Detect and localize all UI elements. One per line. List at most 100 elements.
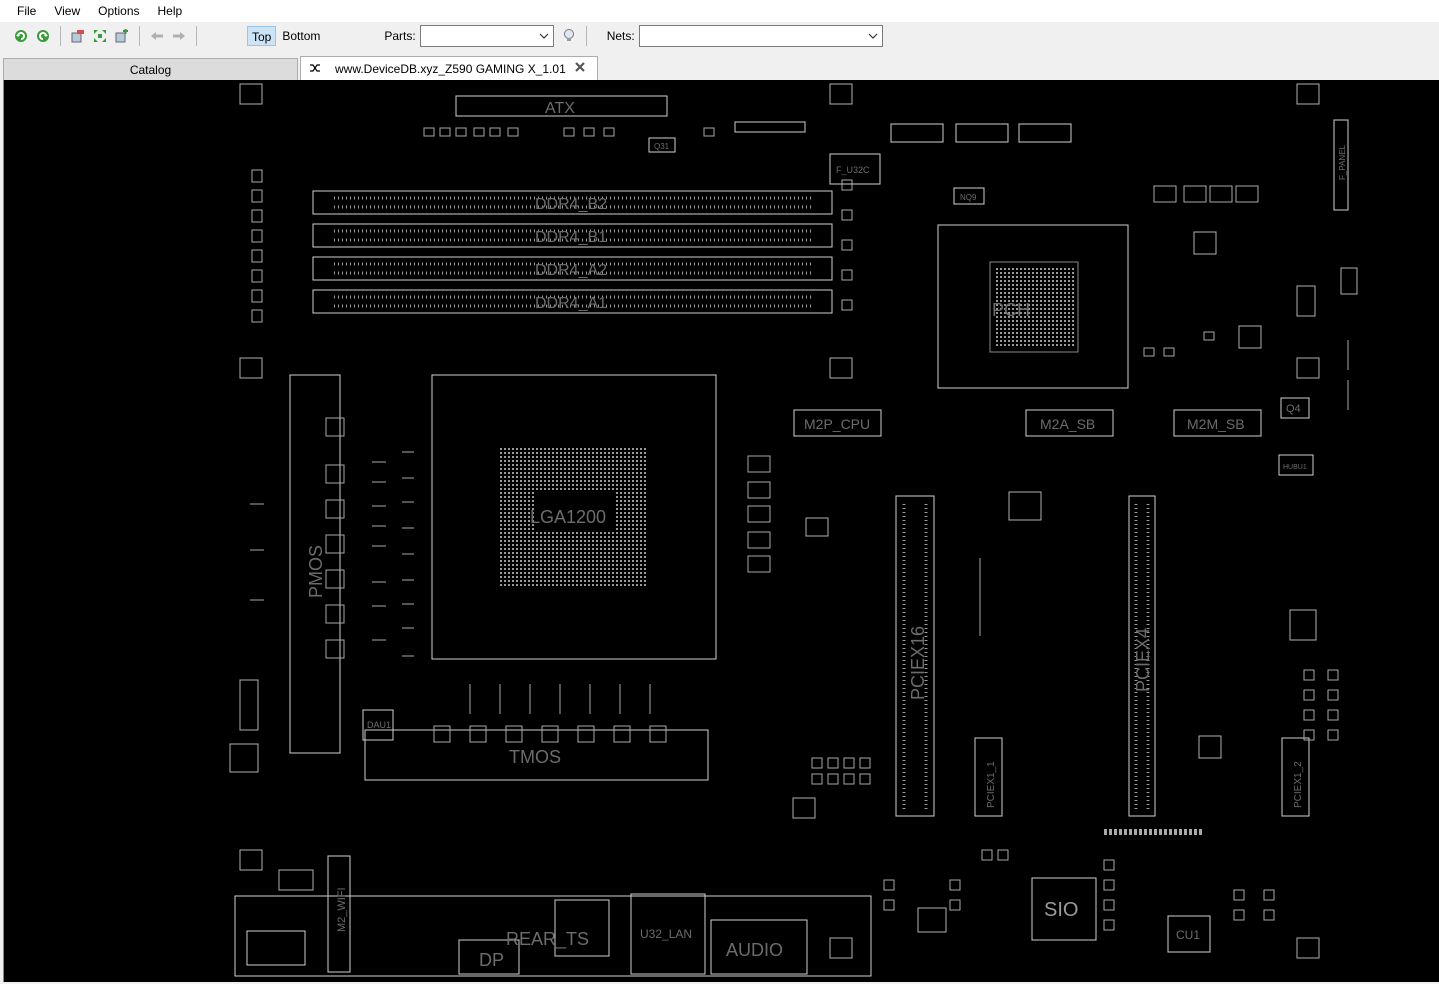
- atx-label: ATX: [545, 100, 575, 117]
- rotate-right-icon[interactable]: [32, 25, 54, 47]
- hubu1-label: HUBU1: [1283, 464, 1307, 471]
- ddr-a2-label: DDR4_A2: [535, 262, 607, 279]
- audio-label: AUDIO: [726, 940, 783, 960]
- zoom-out-icon[interactable]: [67, 25, 89, 47]
- rear-ts-label: REAR_TS: [506, 929, 589, 950]
- sata-port: [1018, 123, 1072, 143]
- pciex1-2-label: PCIEX1_2: [1293, 761, 1304, 808]
- f-panel-label: F_PANEL: [1338, 144, 1347, 180]
- m2p-cpu-label: M2P_CPU: [804, 416, 870, 432]
- q31-part: [648, 137, 676, 153]
- board-view-canvas[interactable]: ATX DDR4_B2 DDR4_B1 DDR4_A2 DDR4_A1 LGA1…: [3, 80, 1439, 982]
- rear-ts-port: [554, 899, 610, 957]
- pciex1-2-slot: [1281, 737, 1310, 817]
- audio-port: [710, 919, 808, 975]
- toolbar-separator: [60, 26, 61, 46]
- pciex4-slot: [1128, 495, 1156, 817]
- tmos-area: [364, 729, 709, 781]
- chevron-down-icon: [539, 29, 549, 43]
- pciex1-1-label: PCIEX1_1: [986, 761, 997, 808]
- pmos-label: PMOS: [306, 545, 326, 598]
- pch-chip: [989, 261, 1079, 353]
- toolbar-separator: [585, 26, 587, 46]
- pciex16-label: PCIEX16: [908, 626, 928, 700]
- nq9-part: [953, 187, 985, 205]
- ddr-b2-label: DDR4_B2: [535, 196, 607, 213]
- m2a-sb-slot: [1025, 409, 1114, 437]
- cpu-label: LGA1200: [530, 507, 606, 527]
- parts-label: Parts:: [384, 29, 416, 43]
- q4-label: Q4: [1286, 403, 1301, 415]
- pmos-area: [289, 374, 341, 754]
- tmos-label: TMOS: [509, 747, 561, 767]
- ddr-slot-b1: [312, 223, 833, 248]
- ddr-b1-label: DDR4_B1: [535, 229, 607, 246]
- f-u32c-label: F_U32C: [836, 165, 870, 175]
- menu-options[interactable]: Options: [98, 4, 140, 18]
- tab-document[interactable]: www.DeviceDB.xyz_Z590 GAMING X_1.01: [300, 56, 598, 80]
- bottom-side-toggle[interactable]: Bottom: [282, 29, 321, 43]
- chevron-down-icon: [868, 29, 878, 43]
- pch-outline: [937, 224, 1129, 389]
- pciex1-1-slot: [974, 737, 1003, 817]
- pciex16-slot: [895, 495, 935, 817]
- toolbar-separator: [139, 26, 140, 46]
- tab-document-label: www.DeviceDB.xyz_Z590 GAMING X_1.01: [335, 61, 566, 76]
- m2-wifi-label: M2_WIFI: [336, 887, 348, 932]
- tab-catalog-label: Catalog: [129, 62, 172, 77]
- pch-label: PCH: [992, 300, 1030, 320]
- shuffle-icon: [309, 62, 321, 76]
- tab-catalog[interactable]: Catalog: [3, 58, 298, 80]
- ddr-slot-b2: [312, 190, 833, 215]
- m2m-sb-slot: [1173, 409, 1262, 437]
- cpu-center-void: [534, 490, 614, 530]
- close-icon[interactable]: [574, 61, 586, 76]
- pch-pin-grid: [994, 266, 1074, 348]
- cu1-label: CU1: [1176, 928, 1200, 942]
- toolbar: Top Bottom Parts: Nets:: [0, 22, 1439, 50]
- back-arrow-icon[interactable]: [146, 25, 168, 47]
- f-u32c-header: [829, 153, 881, 185]
- rotate-left-icon[interactable]: [10, 25, 32, 47]
- sata-port: [890, 123, 944, 143]
- usb-port: [246, 930, 306, 966]
- ddr-slot-a1: [312, 289, 833, 314]
- q31-label: Q31: [654, 142, 670, 151]
- m2m-sb-label: M2M_SB: [1187, 416, 1245, 432]
- menu-view[interactable]: View: [54, 4, 81, 18]
- forward-arrow-icon[interactable]: [168, 25, 190, 47]
- m2a-sb-label: M2A_SB: [1040, 416, 1095, 432]
- toolbar-separator: [196, 26, 197, 46]
- board-svg[interactable]: ATX DDR4_B2 DDR4_B1 DDR4_A2 DDR4_A1 LGA1…: [4, 80, 1439, 982]
- nq9-label: NQ9: [960, 193, 977, 202]
- menu-help[interactable]: Help: [157, 4, 183, 18]
- zoom-in-icon[interactable]: [111, 25, 133, 47]
- ddr-slot-a2: [312, 256, 833, 281]
- hubu1-chip: [1278, 454, 1314, 476]
- nets-label: Nets:: [606, 29, 635, 43]
- fit-view-icon[interactable]: [89, 25, 111, 47]
- atx-connector: [455, 95, 668, 117]
- pciex4-label: PCIEX4: [1133, 628, 1153, 692]
- sio-chip: [1031, 877, 1097, 941]
- header-strip: [734, 121, 806, 133]
- sata-port: [955, 123, 1009, 143]
- sio-label: SIO: [1044, 899, 1078, 921]
- m2-wifi-slot: [327, 855, 351, 973]
- m2p-cpu-slot: [793, 409, 882, 437]
- lightbulb-icon[interactable]: [558, 25, 580, 47]
- f-panel-header: [1333, 119, 1349, 211]
- top-side-toggle[interactable]: Top: [247, 26, 277, 46]
- u32-lan-label: U32_LAN: [640, 927, 692, 941]
- tab-strip: Catalog www.DeviceDB.xyz_Z590 GAMING X_1…: [0, 56, 1439, 80]
- cu1-chip: [1167, 915, 1211, 953]
- q4-part: [1280, 397, 1310, 419]
- menu-file[interactable]: File: [17, 4, 37, 18]
- dp-port: [458, 939, 520, 975]
- cpu-socket: [431, 374, 717, 660]
- nets-combobox[interactable]: [638, 25, 883, 47]
- dp-label: DP: [479, 950, 504, 970]
- ddr-a1-label: DDR4_A1: [535, 295, 607, 312]
- rear-io-area: [234, 895, 872, 977]
- parts-combobox[interactable]: [419, 25, 554, 47]
